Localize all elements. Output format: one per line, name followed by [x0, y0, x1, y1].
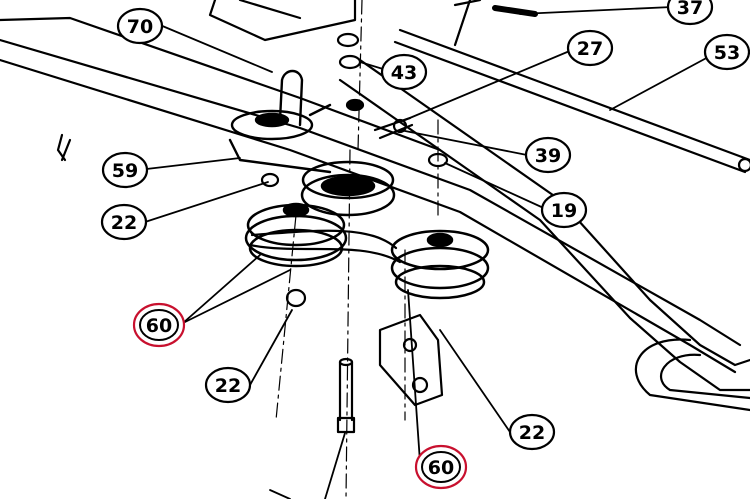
pulley-middle: [300, 160, 396, 217]
callout-60-left: 60: [132, 302, 186, 348]
callout-60-bottom-label: 60: [428, 457, 454, 479]
callout-70: 70: [116, 7, 164, 45]
callout-59-label: 59: [112, 160, 138, 182]
pulley-right: [390, 229, 490, 300]
callout-43-label: 43: [391, 62, 417, 84]
callout-53-label: 53: [714, 42, 740, 64]
callout-27: 27: [566, 29, 614, 67]
hardware: [56, 32, 449, 434]
callout-43: 43: [380, 53, 428, 91]
callout-27-label: 27: [577, 38, 603, 60]
callout-60-bottom: 60: [414, 444, 468, 490]
frame-rails: [0, 0, 750, 412]
callout-37: 37: [666, 0, 714, 26]
callout-22-upper-label: 22: [111, 212, 137, 234]
callout-19-label: 19: [551, 200, 577, 222]
callout-22-middle-label: 22: [215, 375, 241, 397]
callout-22-lower: 22: [508, 413, 556, 451]
callout-39-label: 39: [535, 145, 561, 167]
callout-37-label: 37: [677, 0, 703, 19]
callout-22-upper: 22: [100, 203, 148, 241]
callout-39: 39: [524, 136, 572, 174]
idler-arm: [228, 69, 332, 174]
callout-60-left-label: 60: [146, 315, 172, 337]
callout-53: 53: [703, 33, 750, 71]
drive-belt: [248, 229, 402, 264]
callout-19: 19: [540, 191, 588, 229]
callout-22-middle: 22: [204, 366, 252, 404]
callout-22-lower-label: 22: [519, 422, 545, 444]
callout-70-label: 70: [127, 16, 153, 38]
callout-59: 59: [101, 151, 149, 189]
leader-lines: [137, 6, 713, 499]
pulley-left: [244, 202, 348, 268]
